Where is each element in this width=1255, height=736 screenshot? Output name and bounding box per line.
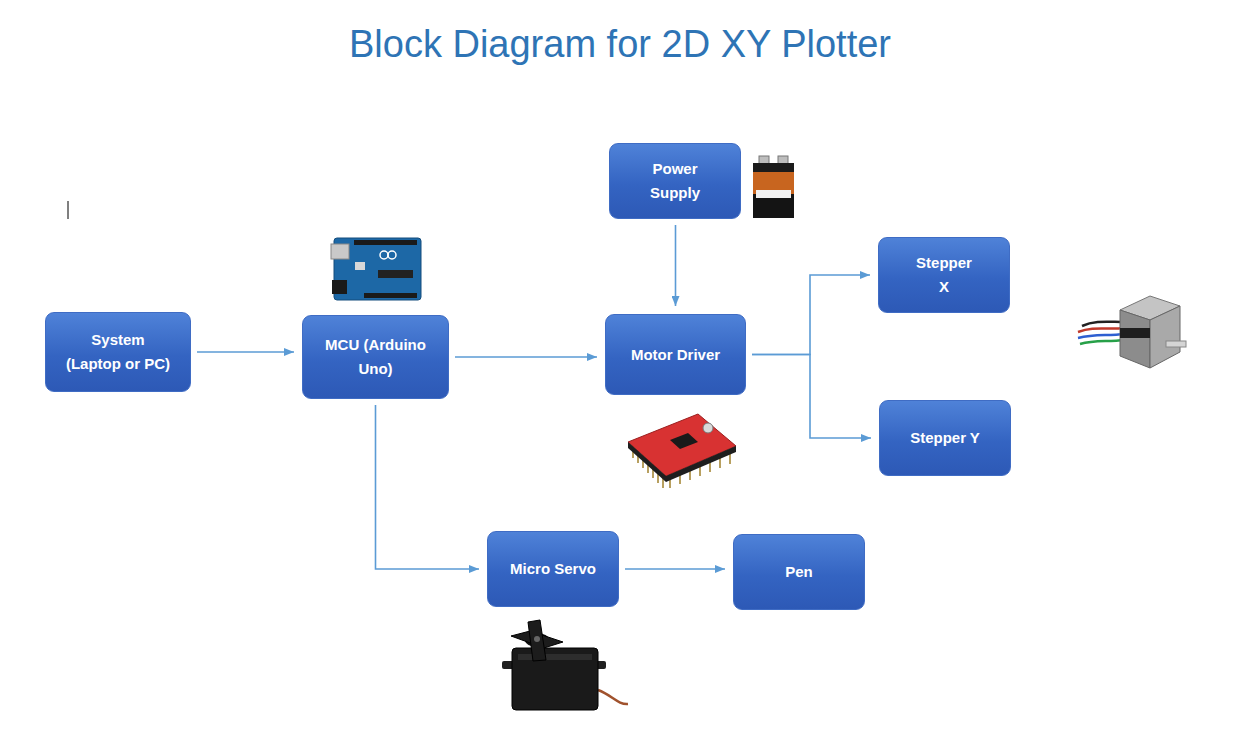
process-box: Pen xyxy=(733,534,865,610)
box-label: Stepper Y xyxy=(910,426,980,450)
flow-arrow xyxy=(455,356,597,358)
process-box: Micro Servo xyxy=(487,531,619,607)
box-label: Pen xyxy=(785,560,813,584)
box-label: MCU (Arduino Uno) xyxy=(320,333,432,381)
micro-servo-icon xyxy=(502,620,628,710)
flow-arrow xyxy=(376,405,480,569)
battery-icon xyxy=(753,156,794,218)
box-label: System (Laptop or PC) xyxy=(63,328,173,376)
process-box: Stepper Y xyxy=(879,400,1011,476)
flow-arrow xyxy=(625,568,725,570)
process-box: Motor Driver xyxy=(605,314,746,395)
process-box: MCU (Arduino Uno) xyxy=(302,315,449,399)
box-label: Motor Driver xyxy=(631,343,720,367)
flow-arrow xyxy=(752,355,871,439)
flow-arrow xyxy=(752,275,870,355)
box-label: Power Supply xyxy=(640,157,710,205)
box-label: Stepper X xyxy=(909,251,979,299)
process-box: System (Laptop or PC) xyxy=(45,312,191,392)
diagram-title: Block Diagram for 2D XY Plotter xyxy=(0,20,1240,68)
flow-arrow xyxy=(675,225,677,306)
motor-driver-board xyxy=(628,414,736,488)
flow-arrow xyxy=(197,351,294,353)
box-label: Micro Servo xyxy=(510,557,596,581)
process-box: Stepper X xyxy=(878,237,1010,313)
text-caret xyxy=(68,201,69,219)
arduino-board xyxy=(331,238,421,300)
stepper-motor-icon xyxy=(1078,296,1186,368)
process-box: Power Supply xyxy=(609,143,741,219)
